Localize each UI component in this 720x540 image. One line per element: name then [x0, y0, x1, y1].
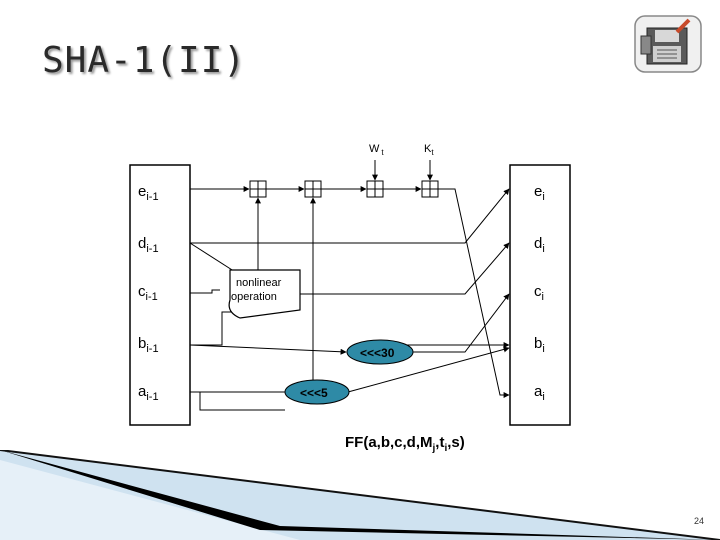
output-b-label: bi: [534, 335, 545, 355]
input-d-label: di-1: [138, 235, 159, 255]
output-c-label: ci: [534, 283, 544, 303]
adder-4: [421, 180, 439, 198]
output-e-label: ei: [534, 183, 545, 203]
adder-3: [366, 180, 384, 198]
output-d-label: di: [534, 235, 545, 255]
output-a-label: ai: [534, 383, 545, 403]
slide-title: SHA-1(II): [42, 40, 247, 81]
adder-1: [249, 180, 267, 198]
rotate-30-label: <<<30: [360, 346, 395, 360]
input-a-label: ai-1: [138, 383, 159, 403]
input-b-label: bi-1: [138, 335, 159, 355]
input-e-label: ei-1: [138, 183, 159, 203]
adder-2: [304, 180, 322, 198]
input-register-box: [129, 164, 191, 426]
rotate-5-label: <<<5: [300, 386, 328, 400]
output-register-box: [509, 164, 571, 426]
nonlinear-operation-box: [228, 269, 301, 319]
input-c-label: ci-1: [138, 283, 158, 303]
nonlinear-label-line2: operation: [231, 291, 277, 303]
page-number: 24: [693, 516, 704, 526]
nonlinear-label-line1: nonlinear: [236, 277, 282, 289]
rotate-5-ellipse: [284, 379, 350, 405]
function-caption: FF(a,b,c,d,Mj,ti,s): [345, 434, 465, 454]
floppy-computer-icon: [634, 15, 702, 73]
bottom-decoration: [0, 450, 720, 540]
kt-label: Kt: [424, 143, 434, 157]
rotate-30-ellipse: [346, 339, 414, 365]
